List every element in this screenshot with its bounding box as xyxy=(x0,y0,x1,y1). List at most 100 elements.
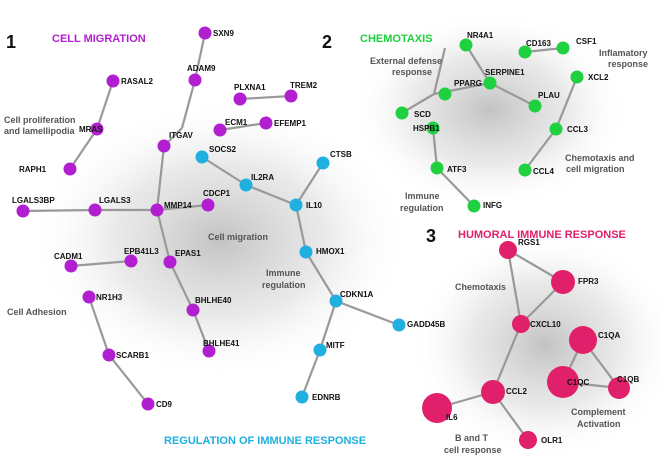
region-line: Chemotaxis xyxy=(455,282,506,292)
panel-title-chemotaxis: CHEMOTAXIS xyxy=(360,33,433,45)
label-il6: IL6 xyxy=(446,413,458,422)
panel-title-humoral: HUMORAL IMMUNE RESPONSE xyxy=(458,229,626,241)
edge xyxy=(201,156,247,186)
edge xyxy=(465,44,491,84)
node-epb41l3[interactable] xyxy=(124,254,138,268)
node-gadd45b[interactable] xyxy=(392,318,406,332)
node-mitf[interactable] xyxy=(313,343,327,357)
edge xyxy=(432,47,447,95)
node-efemp1[interactable] xyxy=(259,116,273,130)
node-rgs1[interactable] xyxy=(499,241,517,259)
label-trem2: TREM2 xyxy=(290,81,318,90)
node-cdcp1[interactable] xyxy=(201,198,215,212)
label-epas1: EPAS1 xyxy=(175,249,201,258)
node-il6[interactable] xyxy=(422,393,452,423)
edge xyxy=(70,259,132,268)
node-scarb1[interactable] xyxy=(102,348,116,362)
node-ednrb[interactable] xyxy=(295,390,309,404)
node-nr1h3[interactable] xyxy=(82,290,96,304)
edge xyxy=(524,128,557,171)
edge xyxy=(506,249,523,325)
label-hspb1: HSPB1 xyxy=(413,124,440,133)
panel-number-3: 3 xyxy=(426,226,436,246)
node-cd163[interactable] xyxy=(518,45,532,59)
node-cadm1[interactable] xyxy=(64,259,78,273)
region-labels: Cell proliferation and lamellipodia Cell… xyxy=(4,48,648,455)
edge xyxy=(239,94,292,101)
node-csf1[interactable] xyxy=(556,41,570,55)
node-trem2[interactable] xyxy=(284,89,298,103)
node-infg[interactable] xyxy=(467,199,481,213)
node-mmp14[interactable] xyxy=(150,203,164,217)
node-itgav[interactable] xyxy=(157,139,171,153)
edge xyxy=(431,127,439,169)
edge xyxy=(191,309,211,352)
region-line: cell response xyxy=(444,445,502,455)
node-scd[interactable] xyxy=(395,106,409,120)
node-cd9[interactable] xyxy=(141,397,155,411)
node-nr4a1[interactable] xyxy=(459,38,473,52)
region-cell-adhesion: Cell Adhesion xyxy=(7,307,67,317)
node-layer xyxy=(16,26,630,449)
node-bhlhe41[interactable] xyxy=(202,344,216,358)
node-hspb1[interactable] xyxy=(426,121,440,135)
edge xyxy=(318,300,338,351)
label-fpr3: FPR3 xyxy=(578,277,599,286)
node-c1qa[interactable] xyxy=(569,326,597,354)
node-hmox1[interactable] xyxy=(299,245,313,259)
label-cd163: CD163 xyxy=(526,39,551,48)
node-ccl3[interactable] xyxy=(549,122,563,136)
node-plxna1[interactable] xyxy=(233,92,247,106)
node-rasal2[interactable] xyxy=(106,74,120,88)
halo-cell-migration xyxy=(30,100,410,380)
label-raph1: RAPH1 xyxy=(19,165,47,174)
label-ctsb: CTSB xyxy=(330,150,352,159)
label-bhlhe41: BHLHE41 xyxy=(203,339,240,348)
node-serpine1[interactable] xyxy=(483,76,497,90)
node-sxn9[interactable] xyxy=(198,26,212,40)
node-socs2[interactable] xyxy=(195,150,209,164)
node-cxcl10[interactable] xyxy=(512,315,530,333)
node-raph1[interactable] xyxy=(63,162,77,176)
node-lgals3bp[interactable] xyxy=(16,204,30,218)
label-epb41l3: EPB41L3 xyxy=(124,247,159,256)
node-ccl4[interactable] xyxy=(518,163,532,177)
label-socs2: SOCS2 xyxy=(209,145,237,154)
node-il2ra[interactable] xyxy=(239,178,253,192)
region-line: B and T xyxy=(455,433,489,443)
node-epas1[interactable] xyxy=(163,255,177,269)
node-bhlhe40[interactable] xyxy=(186,303,200,317)
node-olr1[interactable] xyxy=(519,431,537,449)
region-line: Complement xyxy=(571,407,626,417)
label-hmox1: HMOX1 xyxy=(316,247,345,256)
node-il10[interactable] xyxy=(289,198,303,212)
region-immune-regulation-2: Immune regulation xyxy=(400,191,444,213)
label-ednrb: EDNRB xyxy=(312,393,341,402)
label-cdkn1a: CDKN1A xyxy=(340,290,374,299)
edge xyxy=(294,204,308,253)
region-chemotaxis-migration: Chemotaxis and cell migration xyxy=(565,153,637,174)
node-c1qb[interactable] xyxy=(608,377,630,399)
node-c1qc[interactable] xyxy=(547,366,579,398)
label-c1qc: C1QC xyxy=(567,378,589,387)
label-efemp1: EFEMP1 xyxy=(274,119,307,128)
node-plau[interactable] xyxy=(528,99,542,113)
edge xyxy=(489,82,536,107)
node-ccl2[interactable] xyxy=(481,380,505,404)
label-adam9: ADAM9 xyxy=(187,64,216,73)
node-ecm1[interactable] xyxy=(213,123,227,137)
node-adam9[interactable] xyxy=(188,73,202,87)
node-xcl2[interactable] xyxy=(570,70,584,84)
node-fpr3[interactable] xyxy=(551,270,575,294)
node-atf3[interactable] xyxy=(430,161,444,175)
region-external-defense: External defense response xyxy=(370,56,445,77)
node-pparg[interactable] xyxy=(438,87,452,101)
region-immune-regulation-1: Immune regulation xyxy=(262,268,306,290)
label-serpine1: SERPINE1 xyxy=(485,68,525,77)
node-lgals3[interactable] xyxy=(88,203,102,217)
region-bt-response: B and T cell response xyxy=(444,433,502,455)
node-mras[interactable] xyxy=(90,122,104,136)
halo-humoral xyxy=(410,230,660,460)
node-ctsb[interactable] xyxy=(316,156,330,170)
node-cdkn1a[interactable] xyxy=(329,294,343,308)
